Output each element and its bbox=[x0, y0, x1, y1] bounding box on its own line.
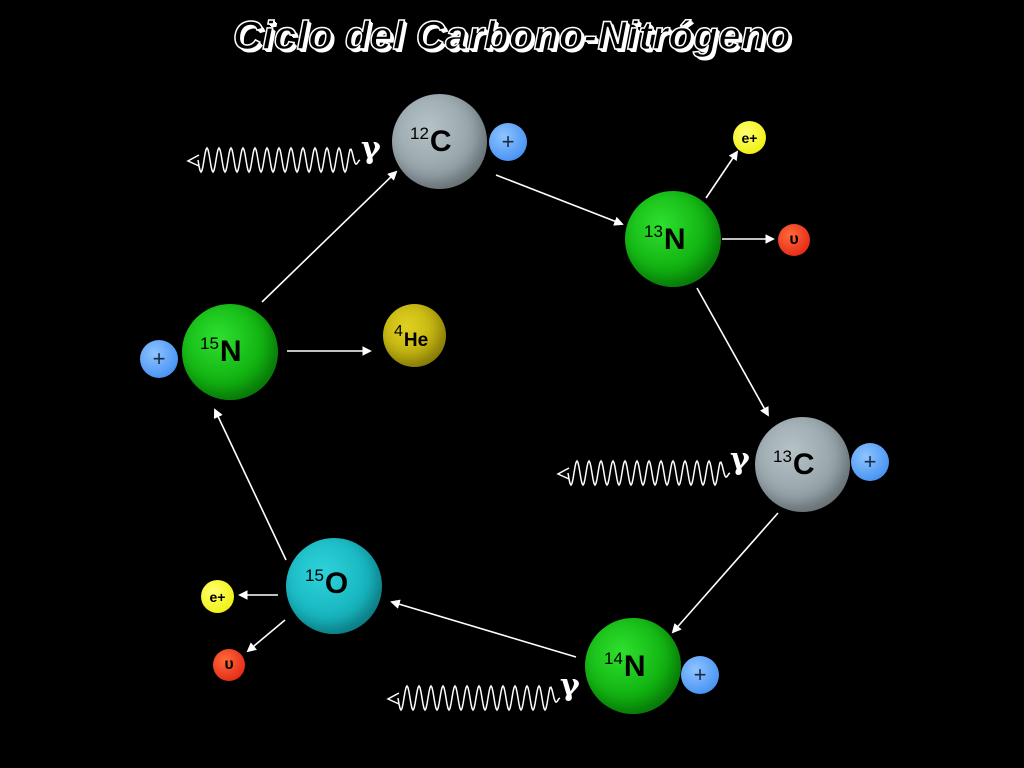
proton-label: + bbox=[501, 129, 515, 154]
arrow-o15-to-n15 bbox=[213, 408, 287, 561]
proton-icon: + bbox=[851, 443, 889, 481]
helium-4-mass: 4 bbox=[394, 323, 403, 340]
nitrogen-15-label: 15N bbox=[200, 334, 242, 369]
nitrogen-14-label: 14N bbox=[604, 649, 646, 684]
gamma-symbol-middle: γ bbox=[730, 442, 750, 477]
nitrogen-15-symbol: N bbox=[219, 335, 242, 368]
helium-4-symbol: He bbox=[403, 330, 429, 351]
helium-4-label: 4He bbox=[394, 323, 428, 352]
nitrogen-13-nucleus bbox=[625, 191, 721, 287]
positron-label: e+ bbox=[741, 129, 758, 146]
oxygen-15-mass: 15 bbox=[305, 566, 324, 585]
oxygen-15-symbol: O bbox=[324, 567, 349, 600]
nitrogen-13-symbol: N bbox=[663, 223, 686, 256]
arrow-o15-to-neutrino bbox=[246, 619, 286, 653]
gamma-wave-top bbox=[186, 146, 361, 174]
carbon-12-nucleus bbox=[392, 94, 487, 189]
neutrino-icon: υ bbox=[778, 224, 810, 256]
oxygen-15-nucleus bbox=[286, 538, 382, 634]
proton-icon: + bbox=[489, 123, 527, 161]
arrow-n15-to-c12 bbox=[261, 170, 398, 303]
arrow-n13-to-positron bbox=[705, 150, 739, 199]
carbon-13-mass: 13 bbox=[773, 447, 792, 466]
neutrino-label: υ bbox=[224, 656, 234, 673]
proton-label: + bbox=[863, 449, 877, 474]
carbon-13-symbol: C bbox=[792, 448, 815, 481]
diagram-title: Ciclo del Carbono-Nitrógeno bbox=[232, 13, 791, 59]
proton-icon: + bbox=[681, 656, 719, 694]
neutrino-icon: υ bbox=[213, 649, 245, 681]
positron-label: e+ bbox=[209, 588, 226, 605]
arrow-c13-to-n14 bbox=[671, 512, 779, 634]
carbon-12-mass: 12 bbox=[410, 124, 429, 143]
carbon-12-symbol: C bbox=[429, 125, 452, 158]
nitrogen-15-nucleus bbox=[182, 304, 278, 400]
gamma-symbol-bottom: γ bbox=[560, 668, 580, 703]
positron-icon: e+ bbox=[733, 121, 766, 154]
helium-4-nucleus bbox=[383, 304, 446, 367]
arrow-c12-to-n13 bbox=[495, 174, 624, 226]
proton-icon: + bbox=[140, 340, 178, 378]
gamma-wave-bottom bbox=[386, 684, 561, 712]
proton-label: + bbox=[693, 662, 707, 687]
nitrogen-13-label: 13N bbox=[644, 222, 686, 257]
proton-label: + bbox=[152, 346, 166, 371]
gamma-wave-middle bbox=[556, 459, 731, 487]
nitrogen-15-mass: 15 bbox=[200, 334, 219, 353]
oxygen-15-label: 15O bbox=[305, 566, 348, 601]
arrow-n14-to-o15 bbox=[390, 599, 577, 658]
nitrogen-13-mass: 13 bbox=[644, 222, 663, 241]
nitrogen-14-symbol: N bbox=[623, 650, 646, 683]
nitrogen-14-mass: 14 bbox=[604, 649, 623, 668]
positron-icon: e+ bbox=[201, 580, 234, 613]
carbon-12-label: 12C bbox=[410, 124, 452, 159]
neutrino-label: υ bbox=[789, 231, 799, 248]
arrow-n13-to-c13 bbox=[696, 287, 769, 417]
nitrogen-14-nucleus bbox=[585, 618, 681, 714]
gamma-symbol-top: γ bbox=[361, 131, 381, 166]
carbon-13-label: 13C bbox=[773, 447, 815, 482]
carbon-13-nucleus bbox=[755, 417, 850, 512]
